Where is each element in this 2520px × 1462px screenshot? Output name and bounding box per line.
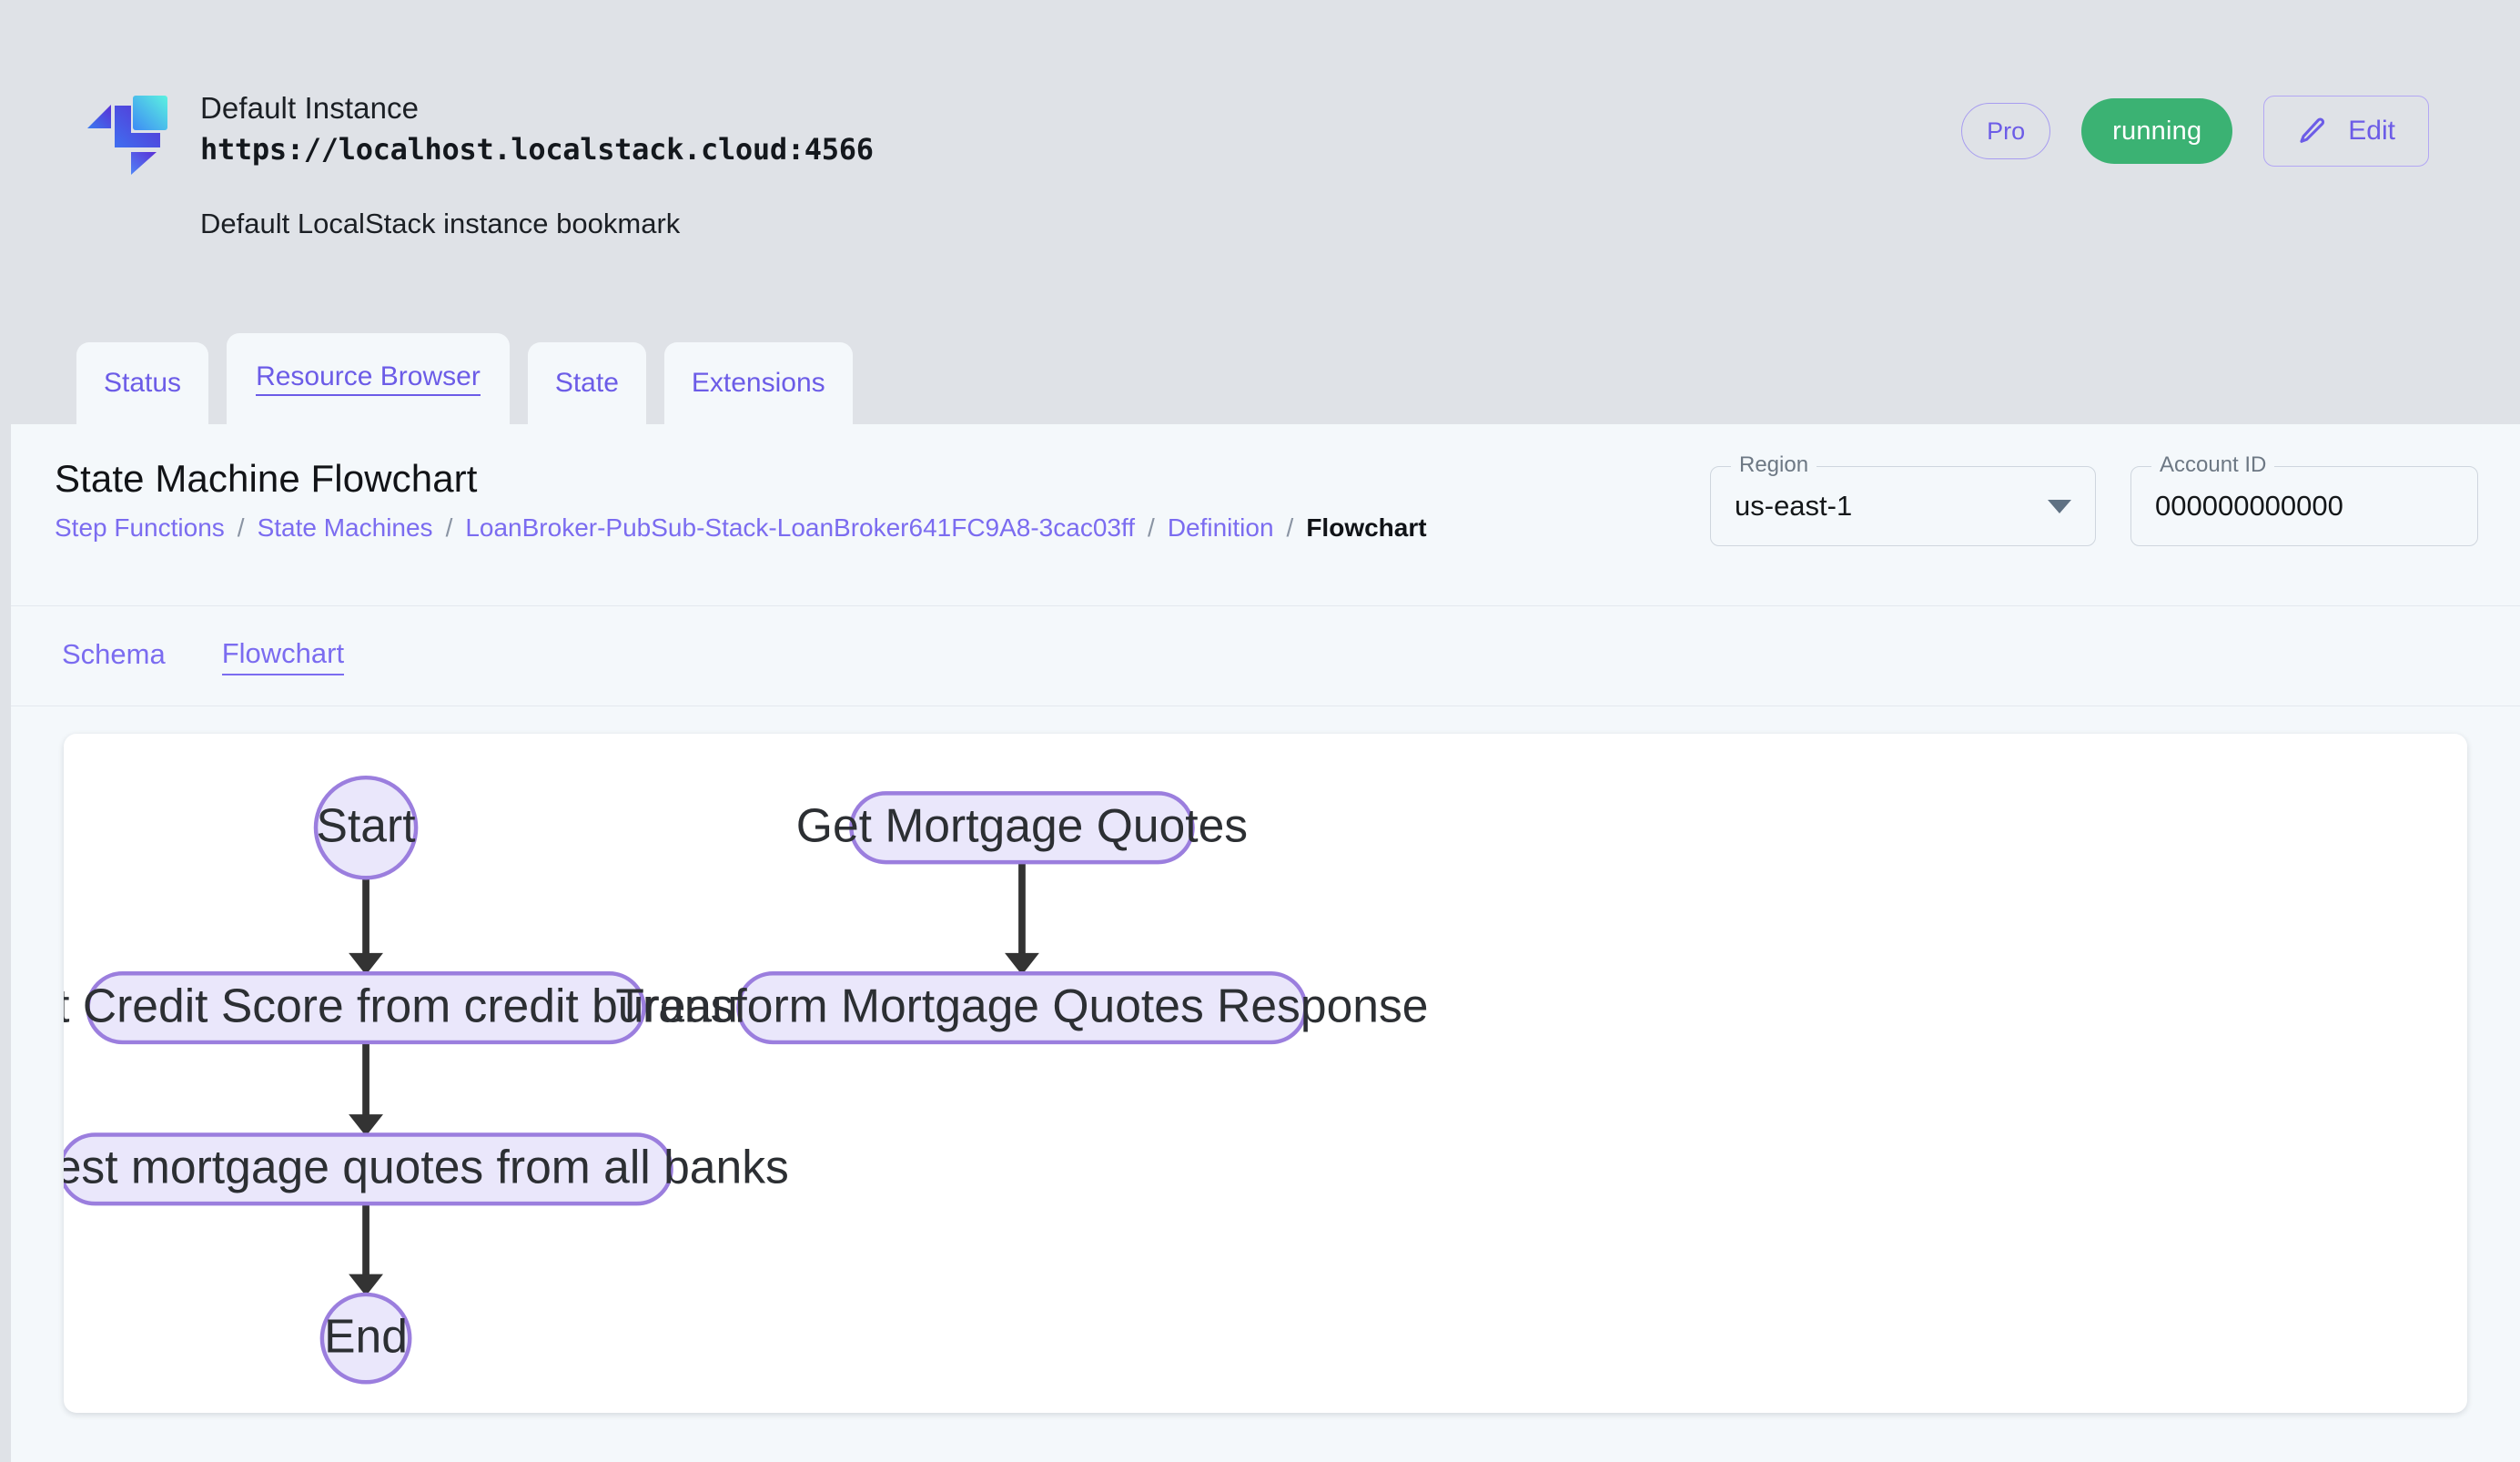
edit-button[interactable]: Edit xyxy=(2263,96,2429,167)
breadcrumb-item-definition[interactable]: Definition xyxy=(1167,513,1274,542)
account-id-value: 000000000000 xyxy=(2155,490,2343,522)
tab-extensions-label: Extensions xyxy=(691,368,825,398)
sub-tab-flowchart[interactable]: Flowchart xyxy=(221,637,345,675)
sub-tab-schema[interactable]: Schema xyxy=(62,637,166,670)
chevron-down-icon[interactable] xyxy=(2048,499,2071,513)
flow-node-label: End xyxy=(324,1309,408,1362)
sub-tabs: Schema Flowchart xyxy=(11,606,2520,706)
breadcrumb-item-state-machine-name[interactable]: LoanBroker-PubSub-Stack-LoanBroker641FC9… xyxy=(465,513,1136,542)
tab-state[interactable]: State xyxy=(527,342,646,424)
flow-node-label: Transform Mortgage Quotes Response xyxy=(615,979,1428,1031)
tab-status[interactable]: Status xyxy=(76,342,209,424)
flow-node-shape xyxy=(736,971,1308,1045)
breadcrumb-separator: / xyxy=(1148,513,1155,542)
instance-name: Default Instance xyxy=(200,91,420,125)
tab-extensions[interactable]: Extensions xyxy=(663,342,853,424)
breadcrumb-item-state-machines[interactable]: State Machines xyxy=(257,513,433,542)
flow-node-shape xyxy=(64,1132,673,1206)
breadcrumb: Step Functions / State Machines / LoanBr… xyxy=(55,513,2520,543)
breadcrumb-separator: / xyxy=(1286,513,1294,542)
page-title: State Machine Flowchart xyxy=(55,457,478,500)
flow-node-label: Get Credit Score from credit bureau xyxy=(64,979,738,1031)
flow-node[interactable]: Request mortgage quotes from all banks xyxy=(64,1132,789,1206)
flow-node[interactable]: Start xyxy=(313,775,419,880)
flow-node[interactable]: Get Mortgage Quotes xyxy=(796,791,1248,865)
account-id-label: Account ID xyxy=(2151,452,2275,478)
flow-node-label: Request mortgage quotes from all banks xyxy=(64,1141,789,1193)
flow-arrowhead xyxy=(349,1274,383,1296)
flow-arrowhead xyxy=(1005,952,1039,975)
content-panel: State Machine Flowchart Step Functions /… xyxy=(11,424,2520,1462)
flow-node-shape xyxy=(86,971,646,1045)
breadcrumb-separator: / xyxy=(237,513,245,542)
breadcrumb-item-step-functions[interactable]: Step Functions xyxy=(55,513,225,542)
edit-button-label: Edit xyxy=(2348,116,2395,146)
status-badge: running xyxy=(2081,98,2233,164)
flowchart-edges xyxy=(349,862,1039,1296)
account-id-field[interactable]: Account ID 000000000000 xyxy=(2130,452,2478,546)
flow-node-shape xyxy=(319,1292,412,1385)
flow-arrowhead xyxy=(349,952,383,975)
pencil-icon xyxy=(2297,116,2328,147)
tab-status-label: Status xyxy=(104,368,182,398)
pro-badge[interactable]: Pro xyxy=(1961,103,2051,159)
localstack-logo-icon xyxy=(80,80,175,175)
left-gutter xyxy=(0,424,11,1462)
region-value: us-east-1 xyxy=(1735,490,1853,522)
flow-node-shape xyxy=(849,791,1195,865)
flow-node[interactable]: End xyxy=(319,1292,412,1385)
flow-node-label: Start xyxy=(317,799,416,852)
content-wrapper: State Machine Flowchart Step Functions /… xyxy=(0,424,2520,1462)
flow-node-shape xyxy=(313,775,419,880)
flow-node[interactable]: Get Credit Score from credit bureau xyxy=(64,971,738,1045)
flow-arrowhead xyxy=(349,1114,383,1137)
app-header: Default Instance https://localhost.local… xyxy=(0,0,2520,424)
instance-tabs: Status Resource Browser State Extensions xyxy=(76,333,853,424)
tab-state-label: State xyxy=(554,368,619,398)
flow-node-label: Get Mortgage Quotes xyxy=(796,799,1248,852)
instance-endpoint: https://localhost.localstack.cloud:4566 xyxy=(200,132,874,168)
region-select[interactable]: Region us-east-1 xyxy=(1710,452,2096,546)
flow-node[interactable]: Transform Mortgage Quotes Response xyxy=(615,971,1428,1045)
scope-fields: Region us-east-1 Account ID 000000000000 xyxy=(1710,452,2478,546)
breadcrumb-item-current: Flowchart xyxy=(1306,513,1427,542)
tab-resource-browser[interactable]: Resource Browser xyxy=(227,333,510,424)
breadcrumb-separator: / xyxy=(445,513,453,542)
header-actions: Pro running Edit xyxy=(1961,96,2429,167)
region-label: Region xyxy=(1731,452,1817,478)
instance-description: Default LocalStack instance bookmark xyxy=(200,208,681,240)
tab-resource-browser-label: Resource Browser xyxy=(256,361,481,396)
page-title-bar: State Machine Flowchart Step Functions /… xyxy=(11,424,2520,606)
instance-summary: Default Instance https://localhost.local… xyxy=(80,76,874,240)
